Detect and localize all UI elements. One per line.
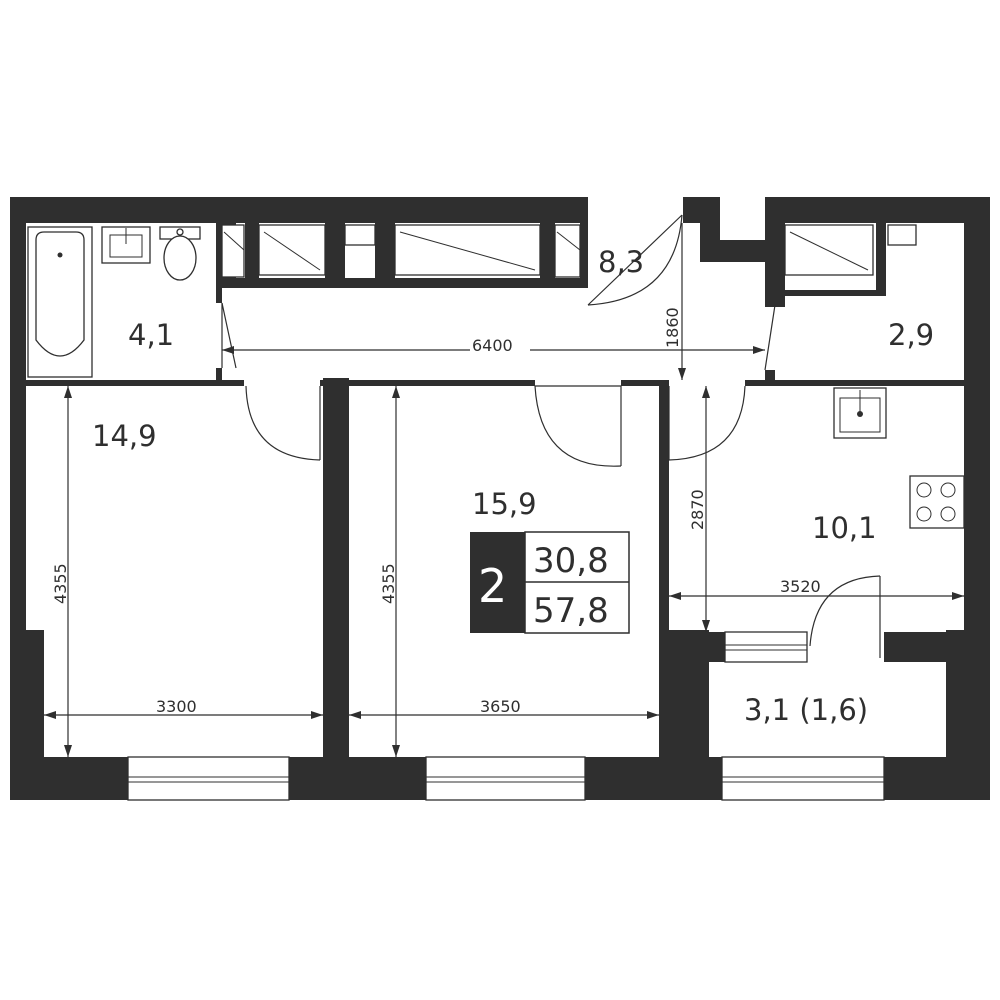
toilet-icon bbox=[159, 226, 201, 281]
window-balcony bbox=[721, 756, 885, 801]
closets bbox=[221, 224, 917, 278]
dim-center-room-width: 3650 bbox=[480, 697, 521, 716]
dimension-lines bbox=[44, 223, 964, 757]
dim-hall-length: 6400 bbox=[472, 336, 513, 355]
window-left bbox=[127, 756, 290, 801]
dim-kitchen-width: 3520 bbox=[780, 577, 821, 596]
room-area-kitchen: 10,1 bbox=[812, 511, 877, 545]
dim-left-room-width: 3300 bbox=[156, 697, 197, 716]
summary-badge: 2 30,8 57,8 bbox=[470, 531, 630, 634]
bathroom-fixtures bbox=[27, 226, 201, 378]
room-area-balcony: 3,1 (1,6) bbox=[744, 693, 868, 727]
room-area-hallway: 8,3 bbox=[598, 245, 644, 279]
windows bbox=[127, 631, 885, 801]
living-area: 30,8 bbox=[533, 541, 609, 581]
dim-center-room-depth: 4355 bbox=[379, 563, 398, 604]
window-center bbox=[425, 756, 586, 801]
room-area-bathroom: 4,1 bbox=[128, 318, 174, 352]
room-area-living-room: 15,9 bbox=[472, 487, 537, 521]
kitchen-fixtures bbox=[833, 387, 965, 529]
walls bbox=[10, 197, 990, 800]
room-area-bedroom-left: 14,9 bbox=[92, 419, 157, 453]
room-area-storage: 2,9 bbox=[888, 318, 934, 352]
window-kitchen-balcony bbox=[724, 631, 808, 663]
room-count: 2 bbox=[478, 559, 507, 613]
stove-icon bbox=[909, 475, 965, 529]
dim-left-room-depth: 4355 bbox=[51, 563, 70, 604]
dim-kitchen-depth: 2870 bbox=[688, 489, 707, 530]
total-area: 57,8 bbox=[533, 591, 609, 631]
dim-hall-depth: 1860 bbox=[663, 307, 682, 348]
doors bbox=[221, 214, 881, 658]
